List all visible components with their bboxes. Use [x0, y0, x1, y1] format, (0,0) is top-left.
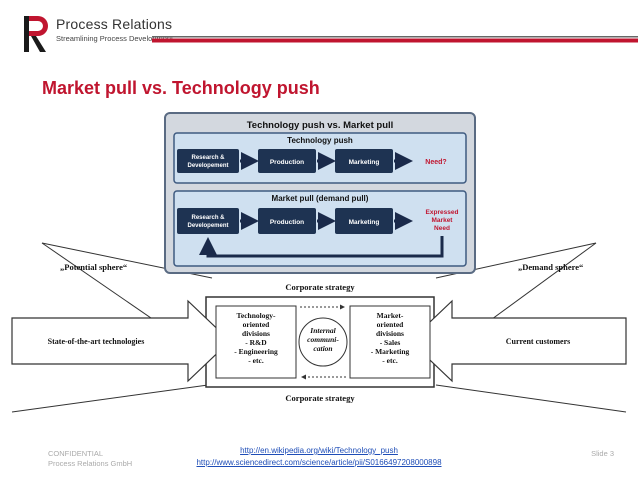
pull-end-line3: Need [434, 225, 450, 232]
footer-link-sciencedirect[interactable]: http://www.sciencedirect.com/science/art… [196, 458, 442, 467]
push-step-production: Production [270, 159, 304, 166]
pull-end-line1: Expressed [426, 209, 459, 216]
potential-sphere-label: „Potential sphere“ [60, 262, 127, 272]
left-box-line4: - R&D [245, 338, 267, 347]
demand-sphere-label: „Demand sphere“ [518, 262, 583, 272]
right-box-line4: - Sales [380, 338, 401, 347]
push-step-marketing: Marketing [349, 159, 380, 166]
left-box-line2: oriented [243, 320, 270, 329]
lower-figure: Corporate strategy „Potential sphere“ „D… [11, 262, 627, 403]
left-box-line1: Technology- [237, 311, 276, 320]
pull-step-marketing: Marketing [349, 219, 380, 226]
corporate-strategy-bottom: Corporate strategy [285, 393, 355, 403]
pull-step-rd-line1: Research & [191, 215, 225, 221]
pull-feedback-arrow [199, 236, 444, 258]
right-box-line6: - etc. [382, 356, 398, 365]
footer-slide-number: Slide 3 [591, 449, 614, 458]
right-big-arrow [409, 299, 627, 383]
pull-panel-label: Market pull (demand pull) [272, 194, 369, 203]
circle-line2: communi- [307, 335, 339, 344]
footer-link-wikipedia[interactable]: http://en.wikipedia.org/wiki/Technology_… [240, 446, 398, 455]
process-relations-logo-icon [24, 16, 48, 52]
pull-end-line2: Market [432, 217, 454, 224]
right-box-line1: Market- [377, 311, 404, 320]
left-box-line3: divisions [242, 329, 270, 338]
market-pull-diagram: Technology push vs. Market pull Technolo… [11, 112, 627, 413]
left-box-line5: - Engineering [234, 347, 278, 356]
right-box-line3: divisions [376, 329, 404, 338]
left-box-line6: - etc. [248, 356, 264, 365]
right-box-line5: - Marketing [371, 347, 410, 356]
right-box-line2: oriented [377, 320, 404, 329]
push-step-rd-line1: Research & [191, 155, 225, 161]
upper-figure: Technology push vs. Market pull Technolo… [164, 112, 476, 274]
left-big-arrow [11, 299, 231, 383]
footer-company: Process Relations GmbH [48, 459, 133, 468]
pull-step-production: Production [270, 219, 304, 226]
upper-figure-title: Technology push vs. Market pull [247, 120, 394, 131]
circle-line3: cation [313, 344, 332, 353]
push-step-rd-line2: Developement [187, 163, 228, 169]
push-panel-label: Technology push [287, 136, 353, 145]
brand-tagline: Streamlining Process Development [56, 34, 174, 43]
slide-title: Market pull vs. Technology push [42, 78, 320, 98]
pull-step-rd-line2: Developement [187, 223, 228, 229]
footer-confidential: CONFIDENTIAL [48, 449, 104, 458]
push-end-need: Need? [425, 159, 446, 166]
corporate-strategy-top: Corporate strategy [285, 282, 355, 292]
circle-line1: Internal [309, 326, 336, 335]
header-rule [152, 36, 638, 43]
brand-name: Process Relations [56, 16, 173, 32]
right-arrow-label: Current customers [506, 337, 571, 346]
left-arrow-label: State-of-the-art technologies [48, 337, 145, 346]
